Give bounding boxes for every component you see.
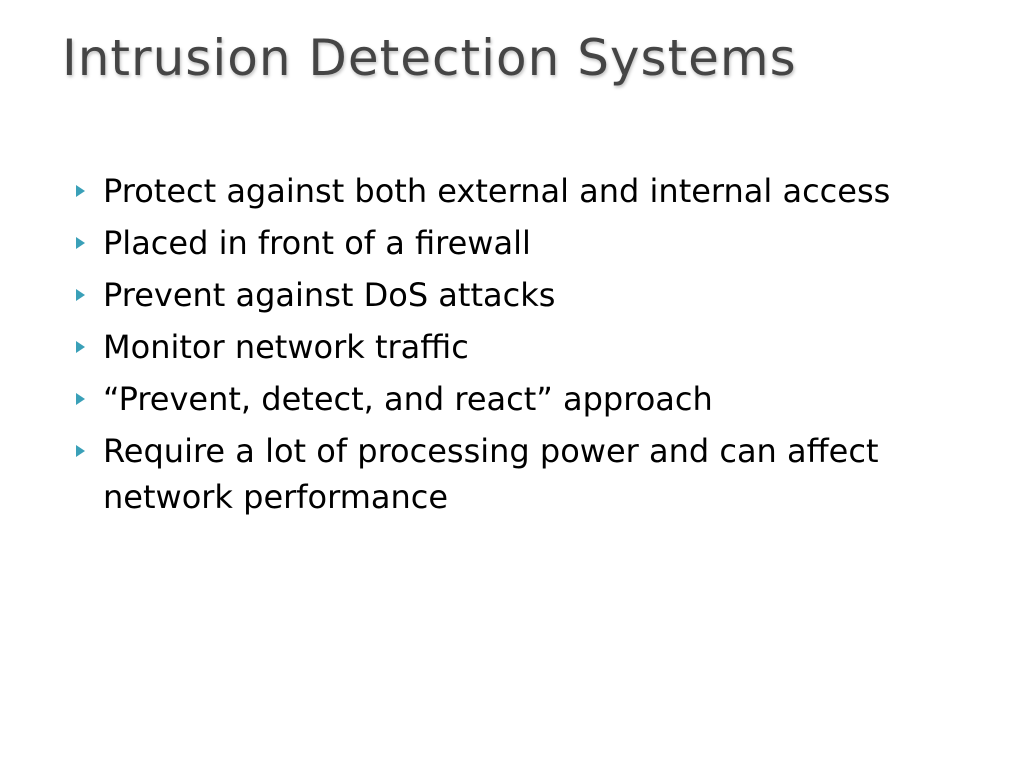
bullet-text: “Prevent, detect, and react” approach — [103, 380, 713, 418]
triangle-right-icon — [76, 341, 85, 353]
bullet-item: Placed in front of a firewall — [72, 220, 952, 266]
bullet-item: Require a lot of processing power and ca… — [72, 428, 952, 520]
bullet-item: Protect against both external and intern… — [72, 168, 952, 214]
bullet-text: Require a lot of processing power and ca… — [103, 432, 879, 516]
bullet-text: Monitor network traffic — [103, 328, 469, 366]
slide-title: Intrusion Detection Systems — [62, 29, 797, 87]
bullet-text: Placed in front of a firewall — [103, 224, 531, 262]
bullet-text: Prevent against DoS attacks — [103, 276, 556, 314]
bullet-item: “Prevent, detect, and react” approach — [72, 376, 952, 422]
bullet-item: Prevent against DoS attacks — [72, 272, 952, 318]
bullet-list: Protect against both external and intern… — [72, 168, 952, 526]
triangle-right-icon — [76, 185, 85, 197]
bullet-item: Monitor network traffic — [72, 324, 952, 370]
triangle-right-icon — [76, 445, 85, 457]
triangle-right-icon — [76, 289, 85, 301]
bullet-text: Protect against both external and intern… — [103, 172, 891, 210]
triangle-right-icon — [76, 393, 85, 405]
triangle-right-icon — [76, 237, 85, 249]
